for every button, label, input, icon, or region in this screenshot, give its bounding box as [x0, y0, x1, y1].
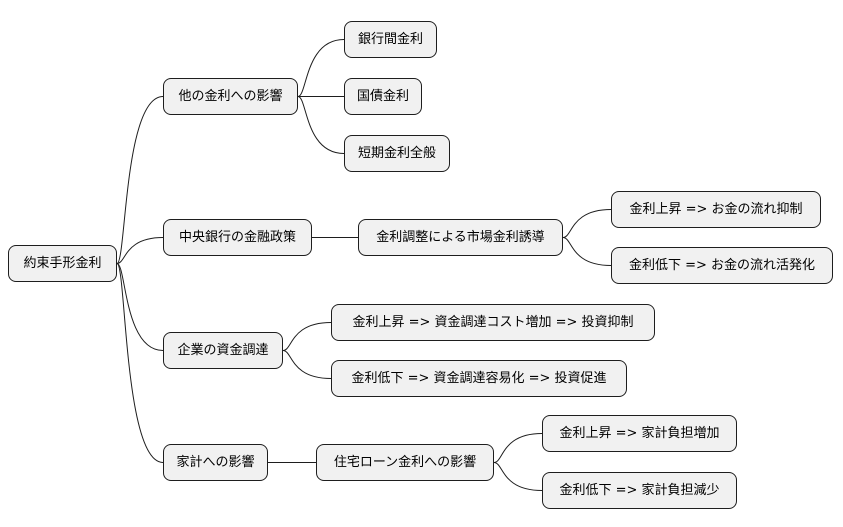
connector-branch-other-rates-to-leaf-interbank-rate: [297, 39, 345, 97]
leaf-rate-down-household-burden: 金利低下 => 家計負担減少: [542, 472, 737, 509]
leaf-short-term-rates: 短期金利全般: [344, 135, 450, 172]
connector-branch-other-rates-to-leaf-short-term-rates: [297, 96, 345, 154]
leaf-rate-down-money-flow: 金利低下 => お金の流れ活発化: [611, 247, 833, 284]
leaf-rate-down-funding-ease: 金利低下 => 資金調達容易化 => 投資促進: [331, 360, 627, 397]
node-mortgage-rate-impact: 住宅ローン金利への影響: [316, 444, 494, 481]
leaf-interbank-rate: 銀行間金利: [344, 21, 437, 58]
connector-node-rate-adjustment-to-leaf-rate-down-money-flow: [562, 237, 612, 266]
leaf-government-bond-rate: 国債金利: [344, 78, 422, 115]
connector-root-node-to-branch-household-impact: [116, 263, 164, 463]
node-rate-adjustment: 金利調整による市場金利誘導: [358, 219, 563, 256]
connector-node-rate-adjustment-to-leaf-rate-up-money-flow: [562, 209, 612, 238]
connector-root-node-to-branch-central-bank-policy: [116, 237, 164, 264]
branch-central-bank-policy: 中央銀行の金融政策: [163, 219, 312, 256]
leaf-rate-up-money-flow: 金利上昇 => お金の流れ抑制: [611, 191, 821, 228]
connector-root-node-to-branch-corporate-funding: [116, 263, 164, 351]
connector-root-node-to-branch-other-rates: [116, 96, 164, 264]
connector-node-mortgage-rate-impact-to-leaf-rate-up-household-burden: [493, 433, 543, 463]
connector-branch-corporate-funding-to-leaf-rate-down-funding-ease: [282, 350, 332, 379]
leaf-rate-up-household-burden: 金利上昇 => 家計負担増加: [542, 415, 737, 452]
branch-other-rates: 他の金利への影響: [163, 78, 298, 115]
leaf-rate-up-funding-cost: 金利上昇 => 資金調達コスト増加 => 投資抑制: [331, 304, 655, 341]
branch-household-impact: 家計への影響: [163, 444, 268, 481]
branch-corporate-funding: 企業の資金調達: [163, 332, 283, 369]
root-node: 約束手形金利: [8, 245, 117, 282]
connector-branch-corporate-funding-to-leaf-rate-up-funding-cost: [282, 322, 332, 351]
connector-node-mortgage-rate-impact-to-leaf-rate-down-household-burden: [493, 462, 543, 491]
